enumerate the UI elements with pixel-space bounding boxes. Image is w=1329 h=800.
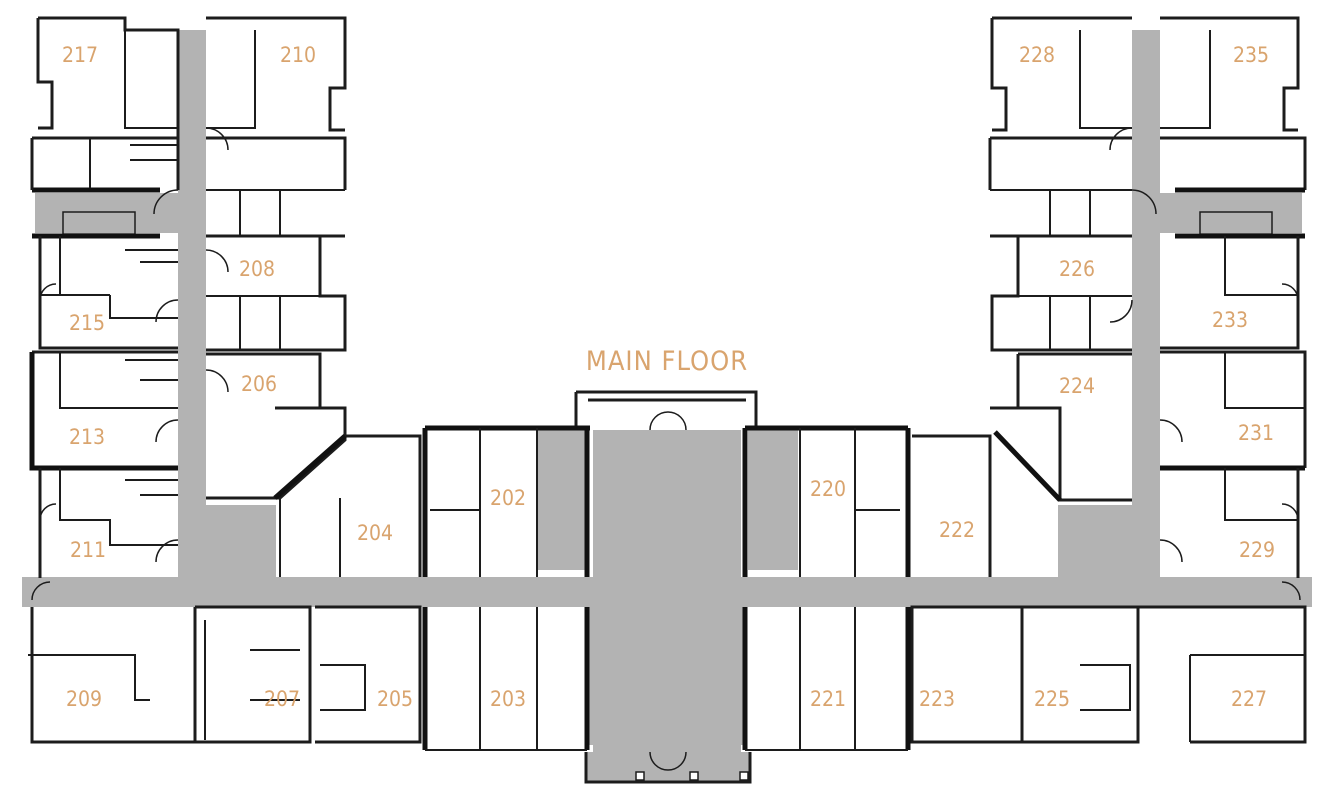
room-226-label: 226 [1059,257,1095,281]
room-202-label: 202 [490,486,526,510]
room-222-label: 222 [939,518,975,542]
left-wing-walls [28,16,422,744]
center-walls [422,390,911,784]
room-215-label: 215 [69,311,105,335]
plan-title: MAIN FLOOR [586,346,748,377]
room-235-label: 235 [1233,43,1269,67]
room-211-label: 211 [70,538,106,562]
room-204-label: 204 [357,521,393,545]
right-wing-walls [910,16,1307,744]
room-227-label: 227 [1231,687,1267,711]
room-233-label: 233 [1212,308,1248,332]
room-205-label: 205 [377,687,413,711]
room-labels: 217 210 208 215 206 213 202 204 211 209 … [62,43,1275,711]
room-221-label: 221 [810,687,846,711]
room-203-label: 203 [490,687,526,711]
room-225-label: 225 [1034,687,1070,711]
room-228-label: 228 [1019,43,1055,67]
room-206-label: 206 [241,372,277,396]
room-220-label: 220 [810,477,846,501]
room-213-label: 213 [69,425,105,449]
room-217-label: 217 [62,43,98,67]
room-223-label: 223 [919,687,955,711]
room-229-label: 229 [1239,538,1275,562]
room-208-label: 208 [239,257,275,281]
room-224-label: 224 [1059,374,1095,398]
door-swings [31,127,1301,771]
room-210-label: 210 [280,43,316,67]
room-207-label: 207 [264,687,300,711]
corridors [22,30,1312,782]
room-231-label: 231 [1238,421,1274,445]
room-209-label: 209 [66,687,102,711]
